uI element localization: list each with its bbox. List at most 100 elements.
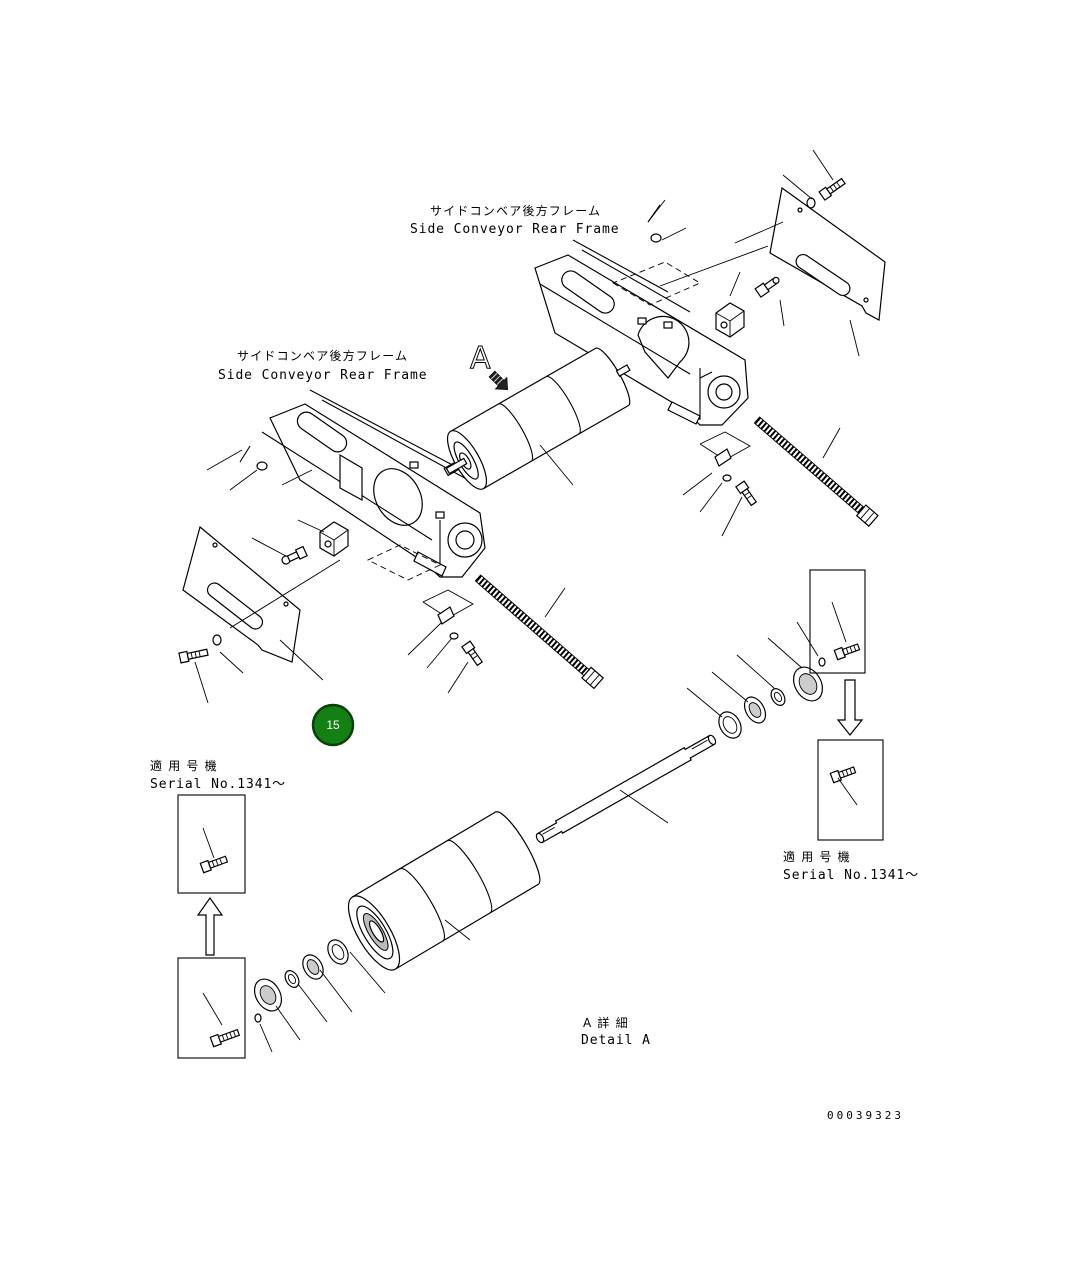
leader-line [544,587,566,618]
leader-line [279,639,324,681]
serial-box-left-upper [177,794,246,894]
view-arrow-icon [488,370,508,390]
leader-line [779,299,785,327]
bolt [178,648,209,664]
leader-line [539,444,574,486]
label-detail-a-en: Detail A [581,1033,651,1048]
callout-number[interactable]: 15 [326,718,340,732]
leader-line [767,637,803,669]
washer [818,657,826,667]
detail-a-shaft [535,734,717,844]
leader-line [194,661,209,704]
callout-circle[interactable] [311,703,355,747]
leader-line [849,319,860,357]
leader-line [686,687,723,718]
leader-line [682,472,713,496]
label-frame-lower-jp: サイドコンベア後方フレーム [237,348,408,363]
rear-frame-right [534,239,749,426]
view-a-letter: A [470,341,491,376]
cotter-pin [239,445,251,463]
serial-box-right-lower [817,739,884,841]
leader-line [259,1023,273,1053]
view-a-marker: A [470,341,508,390]
label-frame-upper-en: Side Conveyor Rear Frame [410,222,619,237]
grease-nipple [281,545,308,565]
leader-line [275,1005,301,1041]
leader-line [822,427,841,459]
serial-box-left-lower [177,957,246,1059]
bearing-set-left [253,939,349,1023]
leader-line [297,519,325,533]
label-serial-right-en: Serial No.1341～ [783,868,919,883]
leader-line [647,199,666,223]
washer [449,632,459,640]
leader-line [251,537,287,557]
down-arrow-icon [836,679,864,736]
label-frame-lower-en: Side Conveyor Rear Frame [218,368,427,383]
label-detail-a-jp: A 詳 細 [583,1015,629,1030]
leader-line [202,992,223,1026]
bolt [735,480,758,507]
leader-line [831,601,847,643]
leader-line [319,969,353,1013]
leader-line [206,449,243,471]
label-serial-right-jp: 適 用 号 機 [783,849,851,864]
leader-line [711,671,749,703]
leader-line [444,919,471,941]
leader-line [729,271,741,297]
label-frame-upper-jp: サイドコンベア後方フレーム [430,203,601,218]
label-frame-upper: サイドコンベア後方フレーム Side Conveyor Rear Frame [410,203,619,237]
cover-plate-right [659,186,886,321]
callout-badge[interactable]: 15 [311,703,355,747]
seal-ring [718,711,742,739]
seal-ring [327,939,349,965]
clip [699,431,751,467]
washer [806,197,816,209]
block [715,302,745,338]
label-serial-left: 適 用 号 機 Serial No.1341～ [150,758,286,792]
bolt [199,855,229,874]
washer [256,461,268,471]
washer [254,1013,262,1023]
label-detail-a: A 詳 細 Detail A [581,1015,651,1048]
clip [422,589,474,625]
washer [722,474,732,482]
leader-line [661,227,687,241]
leader-line [812,149,834,181]
leader-line [736,654,775,689]
roller-lower [347,811,541,971]
leader-line [721,496,743,537]
washer [212,634,222,646]
leader-line [297,983,328,1023]
bolt [209,1028,241,1048]
up-arrow-icon [196,896,224,956]
leader-line [782,174,813,200]
leader-line [229,469,258,491]
leader-line [202,827,215,859]
block [319,521,349,557]
label-serial-left-jp: 適 用 号 機 [150,758,218,773]
grease-nipple [754,276,780,298]
label-serial-left-en: Serial No.1341～ [150,777,286,792]
bearing-set-right [718,657,826,739]
leader-line [407,621,443,656]
bolt [818,177,846,201]
snap-ring [284,970,300,988]
drawing-number: 00039323 [827,1109,904,1122]
washer [650,233,662,243]
leader-line [219,651,244,674]
label-frame-lower: サイドコンベア後方フレーム Side Conveyor Rear Frame [218,348,427,383]
rear-frame-left [261,389,486,581]
roller-upper [443,347,631,490]
bolt [833,643,861,661]
leader-line [426,637,453,669]
hardware [178,177,846,667]
serial-box-right-upper [809,569,866,674]
leader-line [796,621,819,657]
adjust-rod-right [753,416,879,527]
adjust-rod-left [474,574,605,690]
snap-ring [770,688,786,706]
leader-line [837,777,858,806]
label-serial-right: 適 用 号 機 Serial No.1341～ [783,849,919,883]
